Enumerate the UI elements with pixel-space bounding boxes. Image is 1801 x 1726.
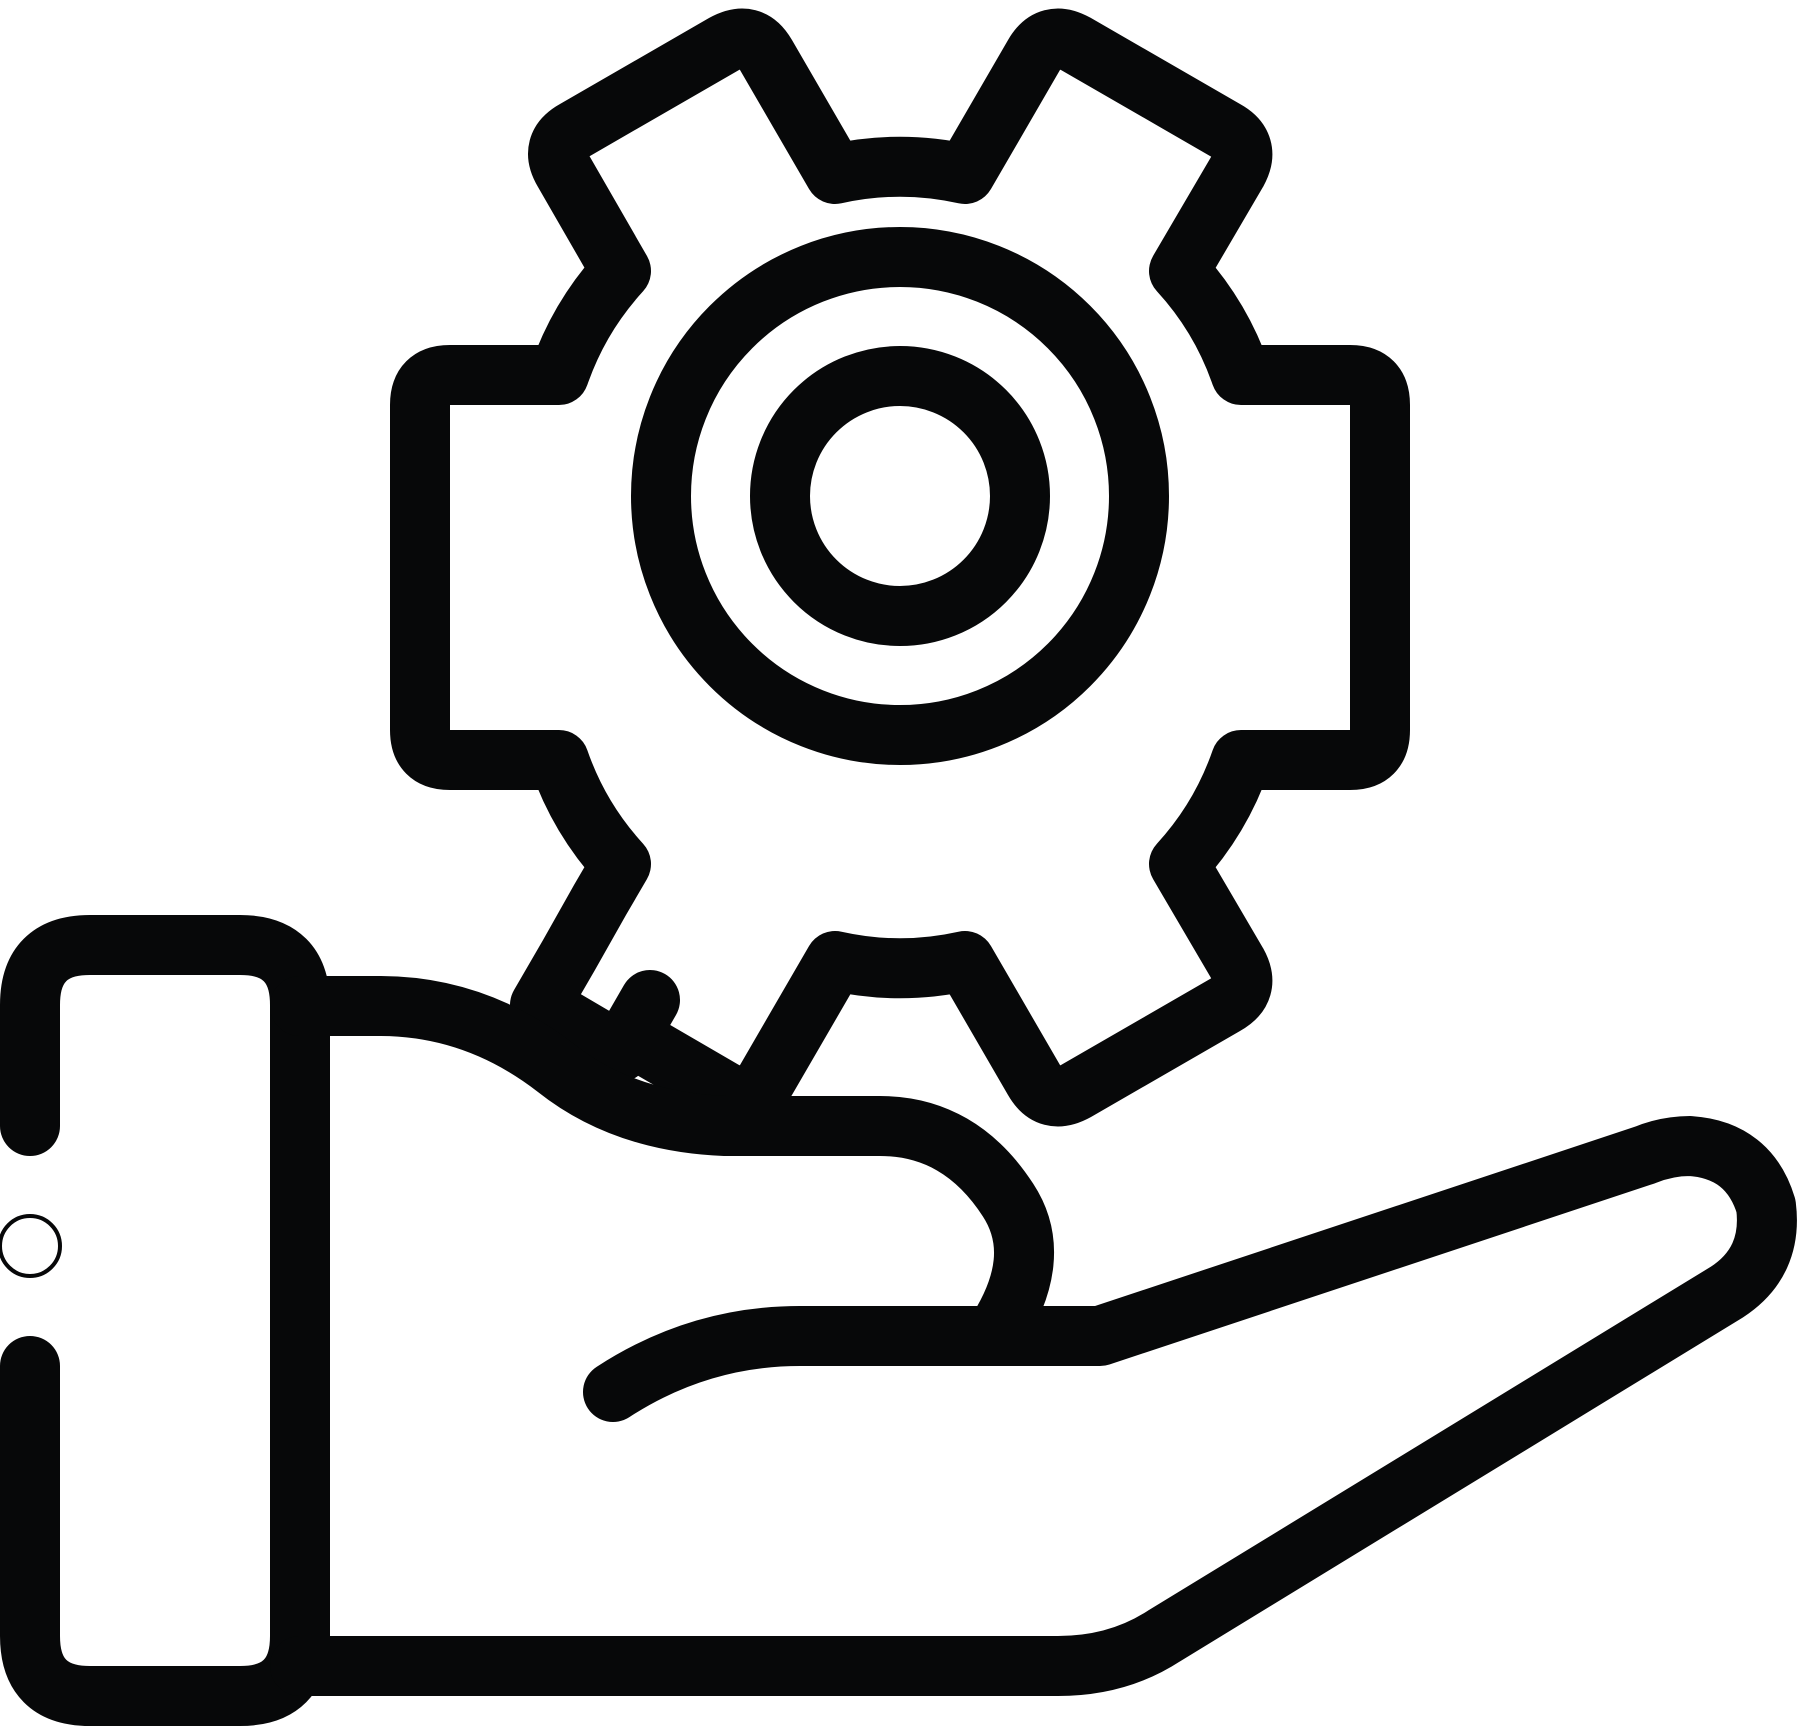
gear-outline (390, 8, 1410, 1127)
gear-outer-ring (631, 227, 1169, 765)
sleeve-cuff (0, 915, 330, 1726)
cuff-dot (0, 1214, 62, 1278)
hand-outline (270, 976, 1797, 1696)
gear-inner-hole (750, 346, 1050, 646)
